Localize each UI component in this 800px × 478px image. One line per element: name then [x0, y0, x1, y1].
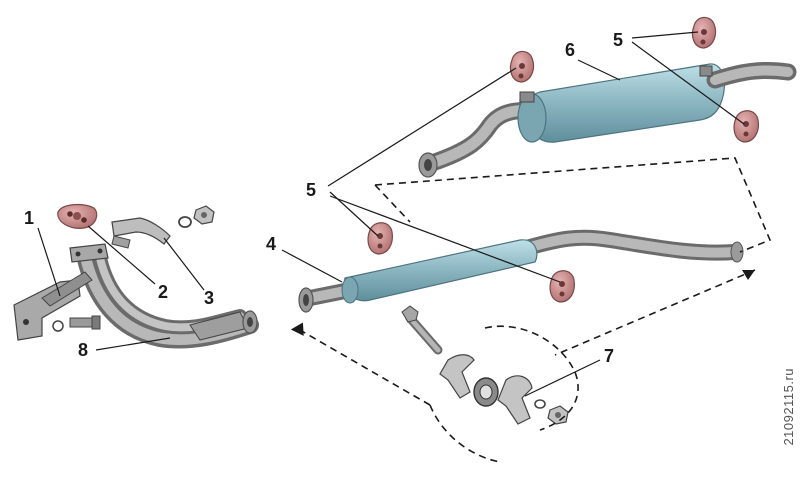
assembly-guides — [290, 157, 772, 463]
clamp-kit-nut — [547, 405, 569, 425]
clamp-washer — [534, 399, 546, 409]
clamp-bracket — [111, 217, 171, 245]
callout-7: 7 — [604, 346, 614, 366]
leader-lines — [37, 31, 745, 397]
clamp-half-lower — [497, 375, 533, 425]
clamp-half-upper — [439, 354, 475, 399]
rear-muffler-assembly — [418, 61, 797, 178]
callout-6: 6 — [565, 40, 575, 60]
rubber-hanger-1 — [509, 50, 535, 83]
rubber-hanger-4 — [367, 222, 393, 255]
callout-2: 2 — [158, 282, 168, 302]
rubber-hanger-3 — [733, 110, 759, 143]
callout-1: 1 — [24, 208, 34, 228]
clamp-nut — [193, 205, 215, 225]
clamp-bolt — [401, 305, 443, 355]
spring-washer — [178, 216, 192, 228]
callout-8: 8 — [78, 340, 88, 360]
front-small-parts — [57, 203, 215, 249]
callout-5-right: 5 — [613, 30, 623, 50]
front-pipe-assembly — [13, 243, 259, 349]
bracket-washer — [52, 320, 64, 332]
rear-muffler-body — [519, 63, 725, 143]
callout-4: 4 — [266, 234, 276, 254]
site-watermark: 21092115.ru — [781, 368, 796, 446]
rubber-hangers — [367, 16, 759, 303]
rubber-hanger-5 — [549, 270, 575, 303]
rear-muffler-bracket-left — [519, 91, 535, 103]
callout-3: 3 — [204, 288, 214, 308]
bracket-bolt — [69, 315, 101, 330]
middle-resonator-assembly — [298, 229, 744, 313]
callout-5-left: 5 — [306, 180, 316, 200]
sealing-ring — [473, 377, 499, 407]
rubber-hanger-2 — [691, 16, 717, 49]
callout-labels: 1 2 3 4 5 5 6 7 8 — [24, 30, 623, 366]
front-pipe-flange — [69, 243, 109, 263]
joint-clamp-kit — [401, 305, 569, 425]
rear-muffler-bracket-right — [699, 65, 713, 77]
